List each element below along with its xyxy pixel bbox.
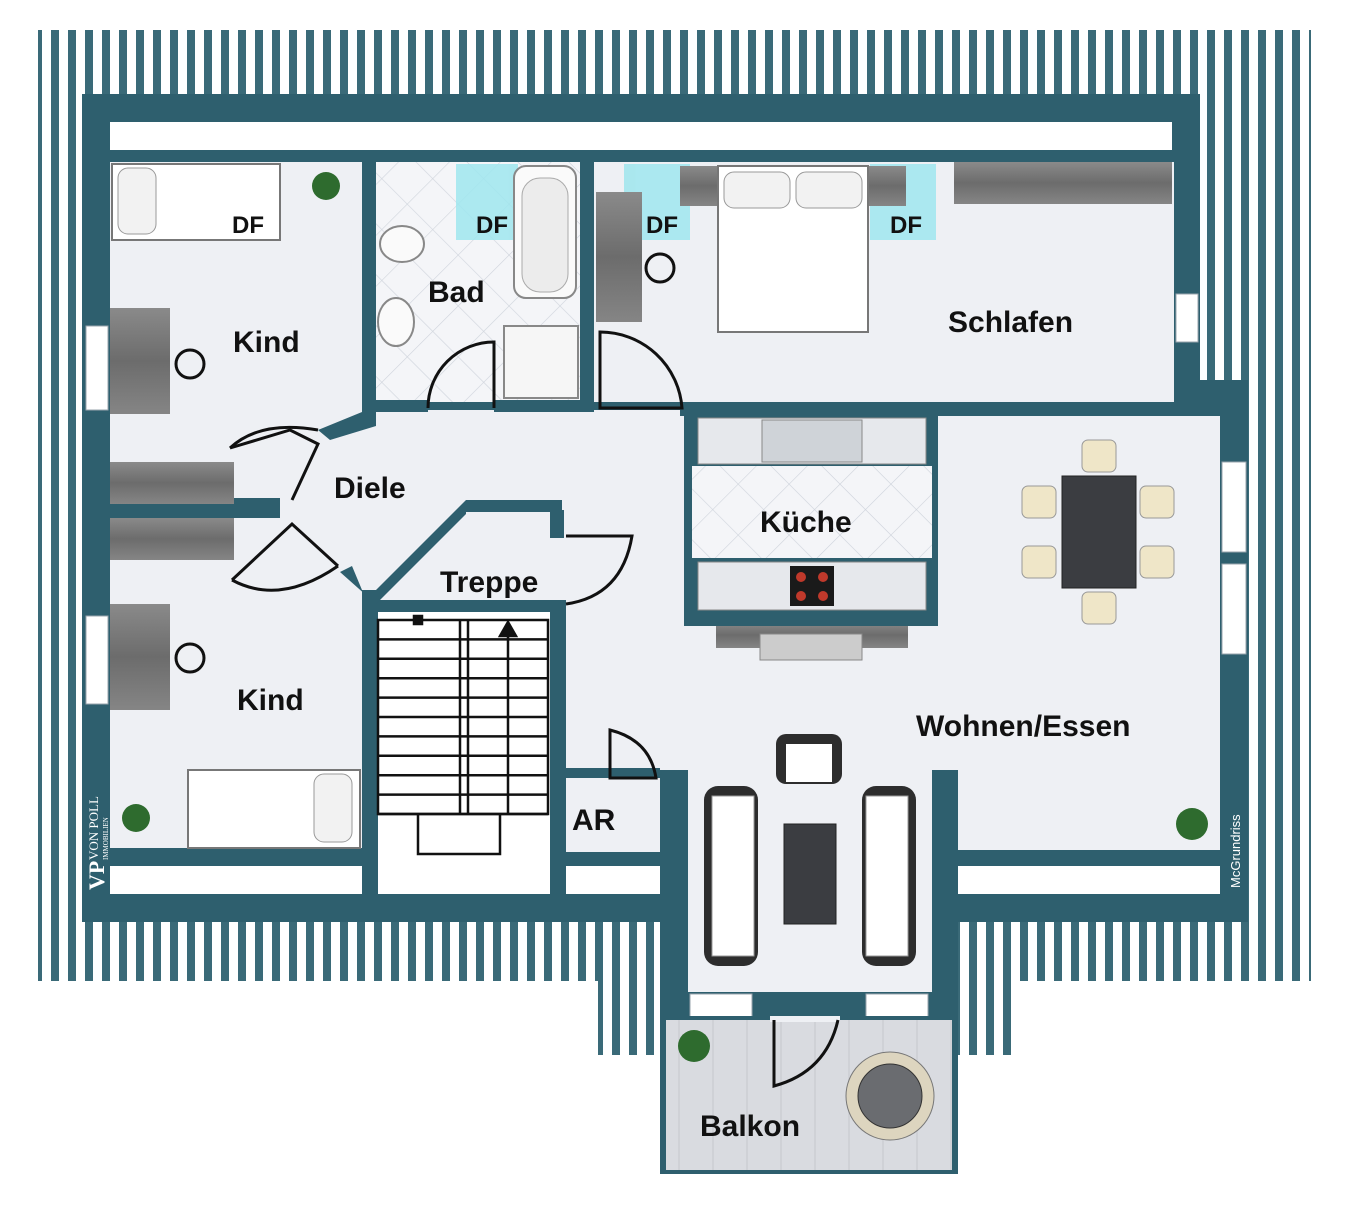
plants	[122, 172, 1208, 1062]
bed-schlafen	[680, 165, 906, 333]
room-label-ar: AR	[572, 804, 616, 837]
room-label-kind-top: Kind	[233, 326, 300, 359]
balcony-table	[845, 1051, 935, 1141]
kitchen	[684, 414, 938, 626]
skylight-label-1: DF	[232, 212, 264, 239]
floor-ar	[566, 778, 660, 852]
living-set	[704, 734, 916, 966]
room-label-kind-bottom: Kind	[237, 684, 304, 717]
bed-kind-top	[111, 163, 281, 241]
bath-fixtures	[377, 165, 579, 399]
brand-logo-name: VON POLL	[86, 796, 101, 860]
furniture-desks	[110, 162, 1172, 710]
skylight-label-2: DF	[476, 212, 508, 239]
interior-walls	[96, 150, 1230, 1004]
brand-logo-mark: VP	[84, 861, 109, 890]
windows	[85, 293, 1247, 1019]
chairs	[174, 252, 676, 674]
room-label-balkon: Balkon	[700, 1110, 800, 1143]
skylight-label-3: DF	[646, 212, 678, 239]
dining-set	[1021, 439, 1175, 625]
room-label-schlafen: Schlafen	[948, 306, 1073, 339]
floor-treppe	[378, 612, 550, 894]
room-label-wohnen: Wohnen/Essen	[916, 710, 1130, 743]
skylight-label-4: DF	[890, 212, 922, 239]
door-swings	[228, 330, 840, 1088]
credit-text: McGrundriss	[1228, 814, 1243, 888]
room-label-kueche: Küche	[760, 506, 852, 539]
staircase	[376, 614, 550, 856]
room-label-bad: Bad	[428, 276, 485, 309]
room-label-treppe: Treppe	[440, 566, 538, 599]
room-label-diele: Diele	[334, 472, 406, 505]
brand-logo-sub: IMMOBILIEN	[102, 817, 110, 860]
brand-logo: VP VON POLL IMMOBILIEN	[84, 796, 110, 890]
bed-kind-bottom	[187, 769, 361, 849]
